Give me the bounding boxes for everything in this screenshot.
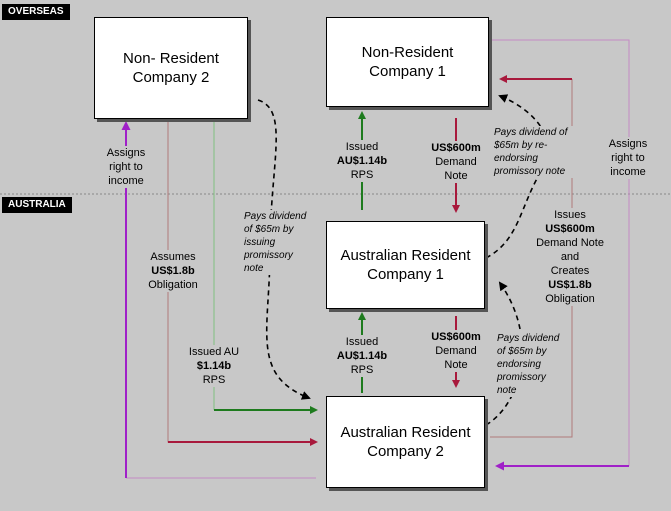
entity-name-line2: Company 1 [367,266,444,283]
region-tag-australia: AUSTRALIA [2,197,72,213]
label-issued-rps-top: Issued AU$1.14b RPS [330,140,394,182]
label-line: Issued [345,141,379,153]
label-line: promissory [244,250,293,261]
label-line: US$1.8b [151,265,195,277]
label-assigns-right-to-income-left: Assigns right to income [98,146,154,188]
entity-name-line2: Company 1 [369,63,446,80]
label-line: AU$1.14b [336,155,388,167]
label-line: Pays dividend of [494,127,568,138]
label-line: right to [109,161,143,173]
label-line: Obligation [545,293,595,305]
label-dividend-endorsing: Pays dividend of $65m by endorsing promi… [497,332,567,397]
entity-name-line2: Company 2 [367,443,444,460]
label-line: Issues [554,209,586,221]
label-line: Issued AU [188,346,240,358]
entity-box-australian-resident-company-2: Australian Resident Company 2 [326,396,485,488]
label-dividend-issuing: Pays dividend of $65m by issuing promiss… [244,210,314,275]
label-line: RPS [350,364,374,376]
label-line: income [108,175,144,187]
label-line: US$1.8b [548,279,592,291]
label-line: US$600m [431,331,481,343]
label-line: $65m by re- [494,140,548,151]
entity-name-line1: Non- Resident [123,50,219,67]
label-line: Issued [345,336,379,348]
label-assumes-obligation: Assumes US$1.8b Obligation [136,250,210,292]
issues-thin-line [490,79,573,438]
label-line: US$600m [431,142,481,154]
label-line: note [497,385,517,396]
label-dividend-re-endorsing: Pays dividend of $65m by re- endorsing p… [494,126,578,178]
label-line: Demand [435,345,477,357]
region-tag-overseas: OVERSEAS [2,4,70,20]
assigns-right-thin-line [492,39,630,466]
entity-name-line1: Australian Resident [340,247,471,264]
label-demand-note-mid: US$600m Demand Note [424,330,488,372]
dividend-top-dashed-arrow [485,94,549,259]
label-line: Creates [550,265,590,277]
label-line: of $65m by [497,346,547,357]
label-line: Assigns [608,138,648,150]
entity-name-line2: Company 2 [132,69,210,86]
label-line: endorsing [497,359,541,370]
label-line: Pays dividend [244,211,307,222]
label-line: US$600m [545,223,595,235]
entity-name-line1: Australian Resident [340,424,471,441]
label-assigns-right-to-income-right: Assigns right to income [600,137,656,179]
label-line: RPS [202,374,226,386]
entity-box-non-resident-company-2: Non- Resident Company 2 [94,17,248,119]
label-line: and [560,251,580,263]
label-line: note [244,263,264,274]
label-line: AU$1.14b [336,350,388,362]
label-line: Assumes [150,251,196,263]
label-line: income [610,166,646,178]
label-line: of $65m by [244,224,294,235]
label-line: endorsing [494,153,538,164]
label-line: Pays dividend [497,333,560,344]
label-line: Note [444,170,468,182]
label-line: right to [611,152,645,164]
label-demand-note-top: US$600m Demand Note [424,141,488,183]
label-line: Obligation [148,279,198,291]
label-line: promissory note [494,166,566,177]
label-line: Demand [435,156,477,168]
entity-box-australian-resident-company-1: Australian Resident Company 1 [326,221,485,309]
label-issued-rps-mid: Issued AU$1.14b RPS [330,335,394,377]
label-line: Assigns [106,147,146,159]
label-issues-demand-note-creates-obligation: Issues US$600m Demand Note and Creates U… [527,208,613,306]
label-line: issuing [244,237,276,248]
label-line: Demand Note [536,237,604,249]
label-line: Note [444,359,468,371]
entity-box-non-resident-company-1: Non-Resident Company 1 [326,17,489,107]
label-line: promissory [497,372,546,383]
label-issued-au-rps-left: Issued AU $1.14b RPS [182,345,246,387]
label-line: $1.14b [196,360,232,372]
entity-name-line1: Non-Resident [361,44,454,61]
label-line: RPS [350,169,374,181]
